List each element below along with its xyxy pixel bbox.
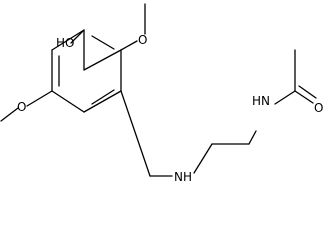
ring-double-bond [91, 35, 115, 50]
structure-diagram: HO O O NH HN O [0, 3, 323, 184]
methoxy-top-oxygen-label: O [138, 33, 147, 47]
methoxy-bottom-oxygen-label: O [17, 100, 26, 114]
ring-bond [51, 29, 85, 51]
ring-double-bond [91, 89, 115, 105]
carbonyl-double-bond-2 [298, 85, 317, 99]
benzene-ring [51, 29, 122, 113]
amine-label: NH [174, 170, 192, 184]
methyl-bottom-bond [0, 107, 19, 122]
amide-n-bond [248, 130, 257, 145]
hydroxyl-label: HO [56, 36, 74, 50]
ethylene-bond-1 [193, 143, 213, 174]
carbonyl-oxygen-label: O [314, 101, 323, 115]
amide-carbon-bond [274, 90, 296, 105]
benzyl-bond [120, 90, 151, 177]
methoxy-bottom-bond [26, 90, 53, 107]
ring-bond [83, 90, 122, 113]
ring-bond [51, 90, 85, 113]
hydroxyl-bond [70, 29, 85, 44]
amide-nitrogen-label: HN [252, 94, 270, 108]
methoxy-top-bond [120, 40, 138, 51]
carbonyl-double-bond-1 [294, 90, 314, 104]
ring-bond [83, 49, 122, 71]
